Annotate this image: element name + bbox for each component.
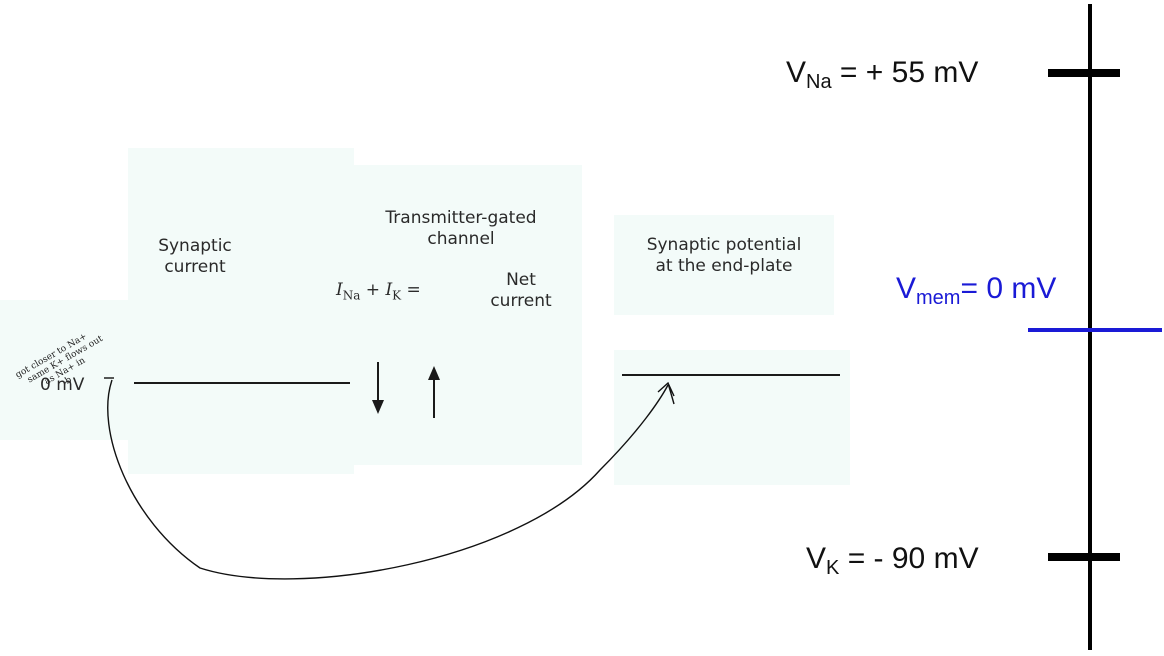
synaptic-potential-trace xyxy=(622,374,840,376)
vna-label: VNa = + 55 mV xyxy=(786,56,978,94)
i-k-symbol: I xyxy=(385,280,393,300)
i-na-subscript: Na xyxy=(342,288,361,303)
vk-prefix: V xyxy=(806,542,827,575)
vmem-label: Vmem= 0 mV xyxy=(896,272,1056,310)
panel-potential-trace xyxy=(614,350,850,485)
i-na-symbol: I xyxy=(336,280,343,300)
synaptic-current-trace xyxy=(134,382,350,384)
synaptic-potential-line2: at the end-plate xyxy=(655,256,793,276)
equals-sign: = xyxy=(406,280,421,300)
down-arrow-icon xyxy=(372,362,384,414)
vna-subscript: Na xyxy=(806,71,832,93)
synaptic-potential-line1: Synaptic potential xyxy=(646,235,802,255)
net-current-line1: Net xyxy=(506,270,536,290)
vmem-prefix: V xyxy=(896,272,917,305)
up-arrow-icon xyxy=(428,366,440,418)
panel-potential-header xyxy=(614,215,834,315)
handdrawn-arrowhead-icon xyxy=(657,381,675,405)
i-k-subscript: K xyxy=(392,288,402,303)
handdrawn-curve-arrow xyxy=(107,379,669,580)
synaptic-potential-label: Synaptic potential at the end-plate xyxy=(618,235,830,277)
panel-channel xyxy=(340,165,582,465)
synaptic-current-label: Synaptic current xyxy=(140,236,250,278)
synaptic-current-line1: Synaptic xyxy=(158,236,232,256)
net-current-label: Net current xyxy=(476,270,566,312)
channel-title-line1: Transmitter-gated xyxy=(385,208,537,228)
vna-value: = + 55 mV xyxy=(831,56,979,89)
vk-value: = - 90 mV xyxy=(839,542,979,575)
channel-title: Transmitter-gated channel xyxy=(356,208,566,250)
plus-sign: + xyxy=(365,280,381,300)
vmem-value: = 0 mV xyxy=(960,272,1057,305)
net-current-line2: current xyxy=(490,291,552,311)
synaptic-current-line2: current xyxy=(164,257,226,277)
panel-synaptic-current xyxy=(128,148,354,474)
vk-subscript: K xyxy=(826,557,840,579)
vk-label: VK = - 90 mV xyxy=(806,542,979,580)
zero-mv-label: 0 mV xyxy=(40,375,85,395)
channel-title-line2: channel xyxy=(427,229,495,249)
vmem-subscript: mem xyxy=(916,287,961,309)
vna-prefix: V xyxy=(786,56,807,89)
channel-equation: INa + IK = Net current xyxy=(336,270,566,322)
